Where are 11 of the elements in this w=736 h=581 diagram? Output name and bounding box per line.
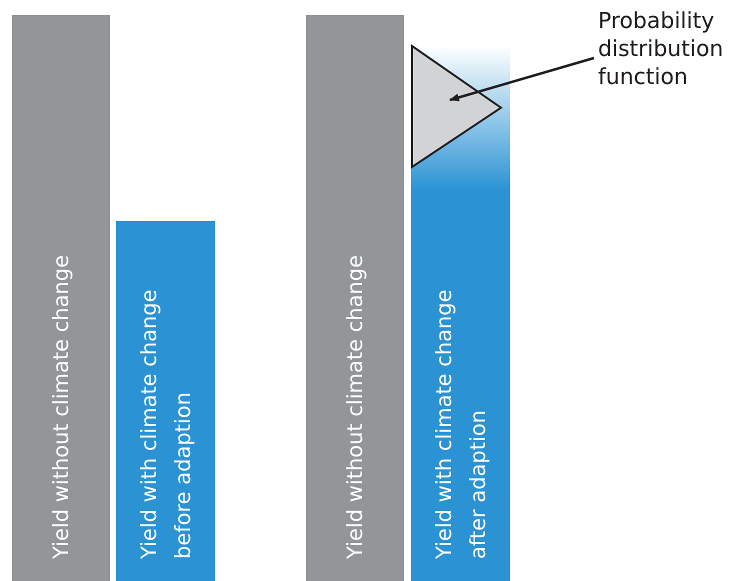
- yield-bar: [12, 15, 110, 581]
- yield-bar: [306, 15, 404, 581]
- bar-label: Yield with climate change after adaption: [430, 288, 490, 559]
- probability-triangle: [411, 45, 503, 168]
- leader-arrow: [449, 56, 594, 102]
- yield-bar: [411, 45, 510, 581]
- bar-label: Yield without climate change: [48, 255, 74, 559]
- callout-text: Probability distribution function: [598, 8, 736, 92]
- bar-label: Yield without climate change: [342, 255, 368, 559]
- yield-bar: [116, 221, 215, 581]
- bar-label: Yield with climate change before adaption: [136, 288, 196, 559]
